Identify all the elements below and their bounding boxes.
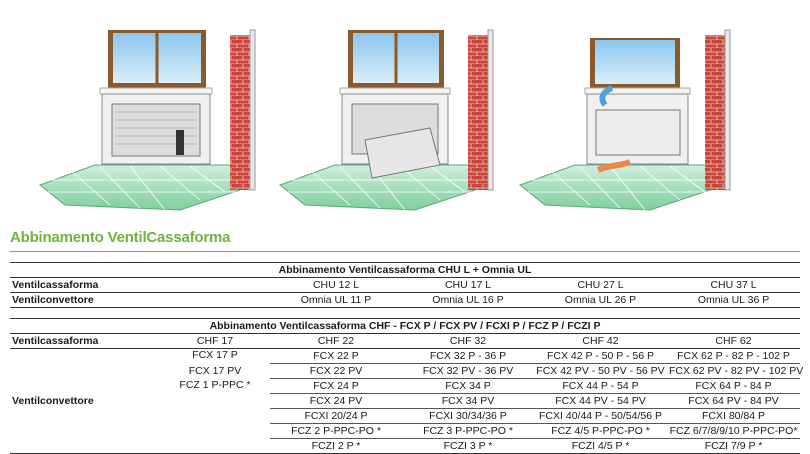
table-cell: FCZ 6/7/8/9/10 P-PPC-PO* bbox=[667, 423, 801, 439]
table-cell: FCX 62 P - 82 P - 102 P bbox=[667, 348, 801, 364]
table-cell: CHU 27 L bbox=[534, 277, 667, 293]
scene-1 bbox=[38, 29, 256, 211]
table-cell: FCX 62 PV - 82 PV - 102 PV bbox=[667, 363, 804, 379]
row-label: Ventilconvettore bbox=[10, 348, 160, 454]
table-cell: FCZ 1 P-PPC * bbox=[160, 378, 270, 454]
heading-rule bbox=[10, 251, 800, 252]
table-cell: FCX 24 P bbox=[270, 378, 402, 394]
table-cell: FCZI 7/9 P * bbox=[667, 438, 801, 454]
column-header: CHF 32 bbox=[402, 333, 534, 349]
table-row: FCZI 2 P * FCZI 3 P * FCZI 4/5 P * FCZI … bbox=[10, 438, 801, 454]
table-cell: FCXI 40/44 P - 50/54/56 P bbox=[534, 408, 667, 424]
table-row: FCZ 1 P-PPC * FCX 24 P FCX 34 P FCX 44 P… bbox=[10, 378, 801, 454]
table-cell: FCZ 4/5 P-PPC-PO * bbox=[534, 423, 667, 439]
table-title-row: Abbinamento Ventilcassaforma CHU L + Omn… bbox=[10, 262, 801, 278]
table-cell: FCX 34 P bbox=[402, 378, 534, 394]
table-row: Ventilconvettore FCX 17 P FCX 22 P FCX 3… bbox=[10, 348, 801, 454]
table-row: Ventilcassaforma CHU 12 L CHU 17 L CHU 2… bbox=[10, 277, 801, 293]
table-header-row: Ventilcassaforma CHF 17 CHF 22 CHF 32 CH… bbox=[10, 333, 801, 349]
scene-3 bbox=[518, 29, 731, 211]
table-cell: FCX 42 PV - 50 PV - 56 PV bbox=[534, 363, 667, 379]
installation-illustrations bbox=[38, 29, 731, 211]
table-title: Abbinamento Ventilcassaforma CHU L + Omn… bbox=[10, 262, 801, 278]
table-cell: CHU 17 L bbox=[402, 277, 534, 293]
row-label: Ventilconvettore bbox=[10, 292, 270, 308]
table-cell: FCX 42 P - 50 P - 56 P bbox=[534, 348, 667, 364]
table-cell: FCZI 2 P * bbox=[270, 438, 402, 454]
column-header: CHF 42 bbox=[534, 333, 667, 349]
table-row: FCX 17 PV FCX 22 PV FCX 32 PV - 36 PV FC… bbox=[10, 363, 804, 379]
table-cell: FCZI 4/5 P * bbox=[534, 438, 667, 454]
table-cell: FCX 44 PV - 54 PV bbox=[534, 393, 667, 409]
section-heading: Abbinamento VentilCassaforma bbox=[10, 229, 231, 246]
table-cell: FCZI 3 P * bbox=[402, 438, 534, 454]
table-cell: FCXI 80/84 P bbox=[667, 408, 801, 424]
scene-2 bbox=[278, 29, 494, 211]
table-cell: FCXI 30/34/36 P bbox=[402, 408, 534, 424]
table-cell: FCX 17 P bbox=[192, 349, 238, 361]
table-cell: FCX 44 P - 54 P bbox=[534, 378, 667, 394]
table-cell: Omnia UL 11 P bbox=[270, 292, 402, 308]
table-title-row: Abbinamento Ventilcassaforma CHF - FCX P… bbox=[10, 318, 801, 334]
table-cell: Omnia UL 16 P bbox=[402, 292, 534, 308]
table-title: Abbinamento Ventilcassaforma CHF - FCX P… bbox=[10, 318, 801, 334]
table-chf-fcx: Abbinamento Ventilcassaforma CHF - FCX P… bbox=[10, 318, 804, 454]
table-row: Ventilconvettore Omnia UL 11 P Omnia UL … bbox=[10, 292, 801, 308]
column-header: CHF 17 bbox=[160, 333, 270, 349]
table-cell: CHU 37 L bbox=[667, 277, 801, 293]
table-cell: FCX 32 PV - 36 PV bbox=[402, 363, 534, 379]
table-cell: Omnia UL 26 P bbox=[534, 292, 667, 308]
table-chu-omnia: Abbinamento Ventilcassaforma CHU L + Omn… bbox=[10, 262, 801, 308]
column-header: CHF 22 bbox=[270, 333, 402, 349]
table-cell: FCX 22 PV bbox=[270, 363, 402, 379]
table-cell: FCZ 2 P-PPC-PO * bbox=[270, 423, 402, 439]
table-row: FCXI 20/24 P FCXI 30/34/36 P FCXI 40/44 … bbox=[10, 408, 801, 424]
table-row: FCZ 2 P-PPC-PO * FCZ 3 P-PPC-PO * FCZ 4/… bbox=[10, 423, 801, 439]
row-label: Ventilcassaforma bbox=[10, 277, 270, 293]
row-label: Ventilcassaforma bbox=[10, 333, 160, 349]
table-cell: FCX 32 P - 36 P bbox=[402, 348, 534, 364]
table-cell: FCXI 20/24 P bbox=[270, 408, 402, 424]
table-cell: FCZ 3 P-PPC-PO * bbox=[402, 423, 534, 439]
column-header: CHF 62 bbox=[667, 333, 801, 349]
table-cell: FCX 17 PV bbox=[188, 364, 242, 377]
table-cell: FCX 24 PV bbox=[270, 393, 402, 409]
table-cell: FCX 34 PV bbox=[402, 393, 534, 409]
table-cell: FCX 64 PV - 84 PV bbox=[667, 393, 801, 409]
table-cell: FCX 22 P bbox=[270, 348, 402, 364]
table-cell: CHU 12 L bbox=[270, 277, 402, 293]
table-cell: FCX 64 P - 84 P bbox=[667, 378, 801, 394]
table-cell: Omnia UL 36 P bbox=[667, 292, 801, 308]
table-row: FCX 24 PV FCX 34 PV FCX 44 PV - 54 PV FC… bbox=[10, 393, 801, 409]
